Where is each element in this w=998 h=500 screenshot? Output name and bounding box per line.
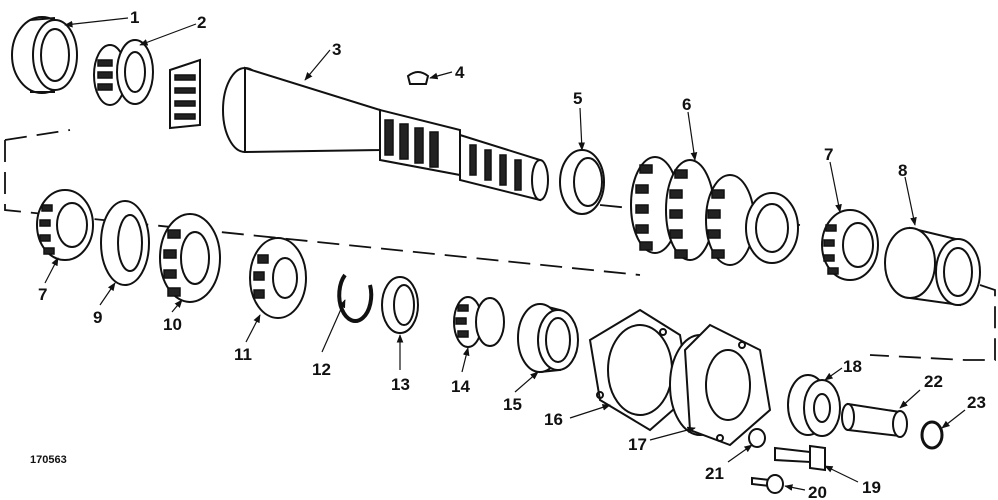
- part-22-pin: [841, 402, 908, 438]
- callout-7-right: 7: [824, 145, 833, 164]
- callout-18: 18: [843, 357, 862, 376]
- part-17-bearing-housing: [669, 323, 772, 447]
- part-13-ring: [381, 276, 419, 334]
- part-7-needle-bearing-right: [821, 209, 879, 281]
- part-16-gasket: [588, 308, 692, 432]
- part-11-gear: [249, 237, 307, 319]
- callout-4: 4: [455, 63, 465, 82]
- figure-id: 170563: [30, 454, 67, 466]
- callout-3: 3: [332, 40, 341, 59]
- callout-7-left: 7: [38, 285, 47, 304]
- part-9-thrust-washer: [100, 200, 150, 286]
- part-19-bolt: [774, 444, 826, 472]
- part-5-spacer-ring: [559, 149, 605, 215]
- part-1-bearing-cup: [11, 16, 78, 94]
- part-21-lock-washer: [748, 428, 766, 448]
- part-2-tapered-bearing: [93, 39, 154, 106]
- part-23-snap-ring: [920, 420, 944, 450]
- callout-14: 14: [451, 377, 470, 396]
- callout-11: 11: [234, 345, 252, 364]
- part-6-cluster-gear: [630, 156, 799, 266]
- part-18-collar: [787, 374, 841, 437]
- callout-9: 9: [93, 308, 102, 327]
- callout-1: 1: [130, 8, 139, 27]
- part-20-bolt: [751, 474, 784, 494]
- part-15-bearing-cup: [517, 303, 579, 374]
- callout-15: 15: [503, 395, 522, 414]
- callout-19: 19: [862, 478, 881, 497]
- callout-10: 10: [163, 315, 182, 334]
- callout-8: 8: [898, 161, 907, 180]
- part-4-woodruff-key: [406, 71, 430, 85]
- part-8-sleeve: [884, 226, 981, 307]
- leader-lines: [44, 17, 966, 491]
- part-10-gear: [159, 213, 221, 303]
- part-12-snap-ring: [337, 273, 374, 323]
- callout-12: 12: [312, 360, 331, 379]
- callout-2: 2: [197, 13, 206, 32]
- callout-21: 21: [705, 464, 724, 483]
- callout-23: 23: [967, 393, 986, 412]
- callout-17: 17: [628, 435, 647, 454]
- callout-labels: 1 2 3 4 5 6 7 7 8 9 10 11 12 13 14 15 16…: [38, 8, 986, 500]
- callout-20: 20: [808, 483, 827, 500]
- assembly-line: [4, 129, 996, 361]
- callout-5: 5: [573, 89, 582, 108]
- callout-6: 6: [682, 95, 691, 114]
- part-3-main-shaft: [169, 58, 549, 202]
- part-7-needle-bearing-left: [36, 189, 94, 261]
- callout-13: 13: [391, 375, 410, 394]
- part-14-tapered-bearing: [453, 296, 505, 348]
- callout-22: 22: [924, 372, 943, 391]
- callout-16: 16: [544, 410, 563, 429]
